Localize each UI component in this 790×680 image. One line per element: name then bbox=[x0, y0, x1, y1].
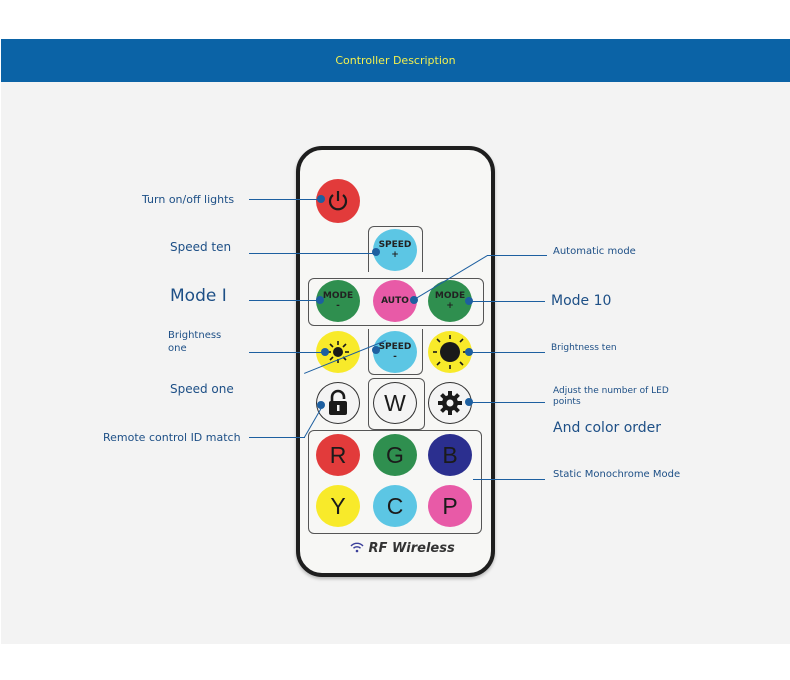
power-icon bbox=[328, 191, 348, 211]
rf-wireless-label: RF Wireless bbox=[350, 541, 455, 556]
brightness-plus-button[interactable] bbox=[428, 331, 472, 373]
gear-button[interactable] bbox=[428, 382, 472, 424]
rf-wireless-text: RF Wireless bbox=[368, 541, 455, 556]
speed-minus-button[interactable]: SPEED - bbox=[373, 331, 417, 373]
callout-line-static-mono bbox=[473, 479, 545, 480]
label-speed-one: Speed one bbox=[170, 382, 234, 396]
green-button[interactable]: G bbox=[373, 434, 417, 476]
b-label: B bbox=[442, 441, 458, 468]
g-label: G bbox=[386, 441, 404, 468]
speed-frame-top bbox=[368, 226, 423, 272]
callout-dot-brightness-ten bbox=[465, 348, 473, 356]
auto-label: AUTO bbox=[381, 296, 409, 306]
callout-line-adjust-led bbox=[468, 402, 545, 403]
yellow-button[interactable]: Y bbox=[316, 485, 360, 527]
label-remote-id: Remote control ID match bbox=[103, 431, 241, 444]
gear-icon bbox=[438, 391, 462, 415]
callout-dot-speed-one bbox=[372, 346, 380, 354]
callout-dot-brightness-one bbox=[321, 348, 329, 356]
sun-small-icon bbox=[327, 341, 349, 363]
speed-frame-bottom bbox=[368, 329, 423, 375]
c-label: C bbox=[386, 492, 404, 519]
label-color-order: And color order bbox=[553, 420, 662, 436]
mode-frame bbox=[308, 278, 484, 326]
w-frame bbox=[368, 378, 425, 430]
callout-line-mode-ten bbox=[468, 301, 545, 302]
callout-line-speed-ten bbox=[249, 253, 377, 254]
callout-dot-turn-on-off bbox=[317, 195, 325, 203]
label-turn-on-off: Turn on/off lights bbox=[142, 193, 235, 206]
callout-line-brightness-one bbox=[249, 352, 326, 353]
lock-button[interactable] bbox=[316, 382, 360, 424]
label-automatic-mode: Automatic mode bbox=[553, 246, 636, 257]
callout-dot-speed-ten bbox=[372, 248, 380, 256]
callout-line-brightness-ten bbox=[468, 352, 545, 353]
banner-title: Controller Description bbox=[335, 54, 456, 67]
mode-minus-label: MODE - bbox=[322, 291, 354, 311]
label-mode-one: Mode I bbox=[170, 286, 227, 306]
p-label: P bbox=[442, 492, 458, 519]
speed-plus-label: SPEED + bbox=[378, 240, 412, 260]
blue-button[interactable]: B bbox=[428, 434, 472, 476]
pink-button[interactable]: P bbox=[428, 485, 472, 527]
callout-line-remote-id bbox=[249, 437, 305, 438]
r-label: R bbox=[329, 441, 347, 468]
auto-button[interactable]: AUTO bbox=[373, 280, 417, 322]
header-banner: Controller Description bbox=[1, 39, 790, 82]
speed-plus-button[interactable]: SPEED + bbox=[373, 229, 417, 271]
label-static-mono: Static Monochrome Mode bbox=[553, 469, 681, 480]
lock-icon bbox=[329, 389, 347, 415]
sun-large-icon bbox=[433, 335, 467, 369]
callout-dot-remote-id bbox=[317, 401, 325, 409]
callout-dot-mode-ten bbox=[465, 297, 473, 305]
label-brightness-ten: Brightness ten bbox=[551, 343, 617, 353]
mode-plus-label: MODE + bbox=[434, 291, 466, 311]
callout-dot-mode-one bbox=[316, 296, 324, 304]
label-adjust-led: Adjust the number of LED points bbox=[553, 386, 669, 407]
label-mode-ten: Mode 10 bbox=[551, 293, 612, 309]
callout-dot-automatic bbox=[410, 296, 418, 304]
label-brightness-one: Brightness one bbox=[168, 330, 222, 354]
color-frame bbox=[308, 430, 482, 534]
label-speed-ten: Speed ten bbox=[170, 240, 232, 254]
w-button[interactable]: W bbox=[373, 382, 417, 424]
cyan-button[interactable]: C bbox=[373, 485, 417, 527]
w-label: W bbox=[384, 389, 406, 416]
callout-line-mode-one bbox=[249, 300, 321, 301]
red-button[interactable]: R bbox=[316, 434, 360, 476]
callout-line-automatic bbox=[487, 255, 547, 256]
callout-dot-adjust-led bbox=[465, 398, 473, 406]
y-label: Y bbox=[330, 492, 346, 519]
callout-line-turn-on-off bbox=[249, 199, 322, 200]
speed-minus-label: SPEED - bbox=[378, 342, 412, 362]
wifi-icon bbox=[350, 542, 364, 553]
